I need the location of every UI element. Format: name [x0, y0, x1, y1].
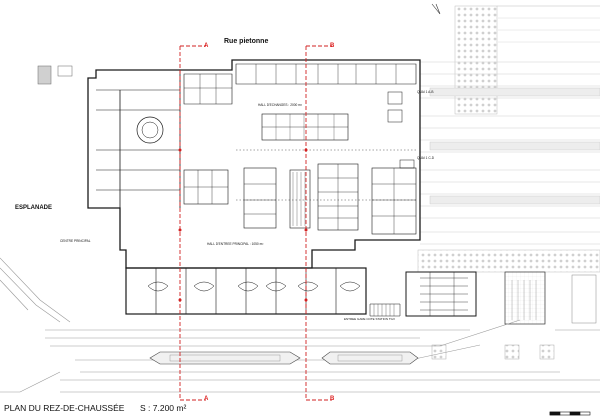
- hall-principal-label: HALL D'ENTREE PRINCIPAL : 1050 m²: [207, 242, 264, 246]
- plan-title: PLAN DU REZ-DE-CHAUSSÉE: [4, 403, 125, 413]
- main-building: [87, 59, 421, 269]
- quai-ab-label: QUAI 1 A-B: [417, 90, 434, 94]
- section-markers: [178, 148, 308, 302]
- north-arrow: [431, 3, 441, 15]
- section-b-bottom: B: [330, 396, 335, 402]
- lower-curved-block: [125, 267, 477, 317]
- bus-islands: [149, 351, 419, 365]
- tracks-area: [417, 5, 600, 360]
- section-lines: [179, 45, 332, 401]
- plan-surface: S : 7.200 m²: [140, 403, 187, 413]
- esplanade-label: ESPLANADE: [15, 205, 53, 211]
- section-a-bottom: A: [204, 396, 209, 402]
- left-hatched-wall: [37, 65, 73, 85]
- street-label: Rue pietonne: [224, 38, 269, 45]
- quai-cd-label: QUAI 1 C-D: [417, 156, 435, 160]
- centre-principal-label: CENTRE PRINCIPAL: [60, 239, 91, 243]
- section-b-top: B: [330, 43, 335, 49]
- scale-bar: [549, 411, 591, 416]
- section-a-top: A: [204, 43, 209, 49]
- entree-gare-label: ENTREE GARE COTE STATION TGV: [344, 317, 396, 321]
- hall-echanges-label: HALL D'ECHANGES : 2000 m²: [258, 103, 302, 107]
- road-network: [0, 257, 600, 393]
